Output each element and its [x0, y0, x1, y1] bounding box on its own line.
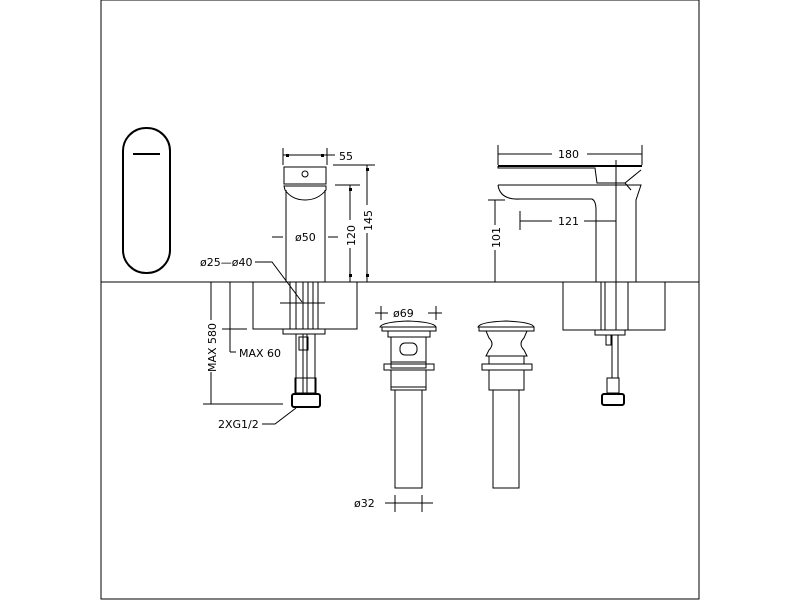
- dim-hole-diameter: ø25—ø40: [200, 256, 325, 304]
- drawing-frame: [100, 0, 700, 600]
- dim-body-diameter: ø50: [272, 231, 338, 244]
- dim-180-label: 180: [558, 148, 579, 161]
- counter-section-right: [562, 281, 666, 406]
- drain-pop-up-2: [477, 320, 535, 489]
- dim-max-lengths: MAX 580 MAX 60 2XG1/2: [203, 282, 297, 431]
- dim-drain-tube: ø32: [354, 495, 433, 512]
- counter-section-left: [252, 281, 358, 408]
- connection-label: 2XG1/2: [218, 418, 259, 431]
- dim-o50-label: ø50: [295, 231, 316, 244]
- faucet-front-view: [283, 166, 327, 282]
- handle-top-view: [122, 127, 171, 274]
- dim-max60-label: MAX 60: [239, 347, 281, 360]
- dim-120-label: 120: [345, 225, 358, 246]
- dim-front-width: 55: [282, 148, 353, 165]
- dim-side-reach: 121: [519, 211, 616, 230]
- dim-145-label: 145: [362, 210, 375, 231]
- dim-side-length: 180: [497, 145, 643, 165]
- dim-o32-label: ø32: [354, 497, 375, 510]
- dim-max580-label: MAX 580: [206, 323, 219, 372]
- drain-pop-up-1: [379, 320, 437, 489]
- dim-hole-label: ø25—ø40: [200, 256, 252, 269]
- dim-55-label: 55: [339, 150, 353, 163]
- dim-drain-flange: ø69: [375, 306, 442, 320]
- dim-o69-label: ø69: [393, 307, 414, 320]
- dim-front-heights: 120 145: [333, 164, 375, 282]
- dim-121-label: 121: [558, 215, 579, 228]
- dim-101-label: 101: [490, 227, 503, 248]
- faucet-side-view: [497, 160, 642, 330]
- dim-side-height: 101: [488, 199, 505, 282]
